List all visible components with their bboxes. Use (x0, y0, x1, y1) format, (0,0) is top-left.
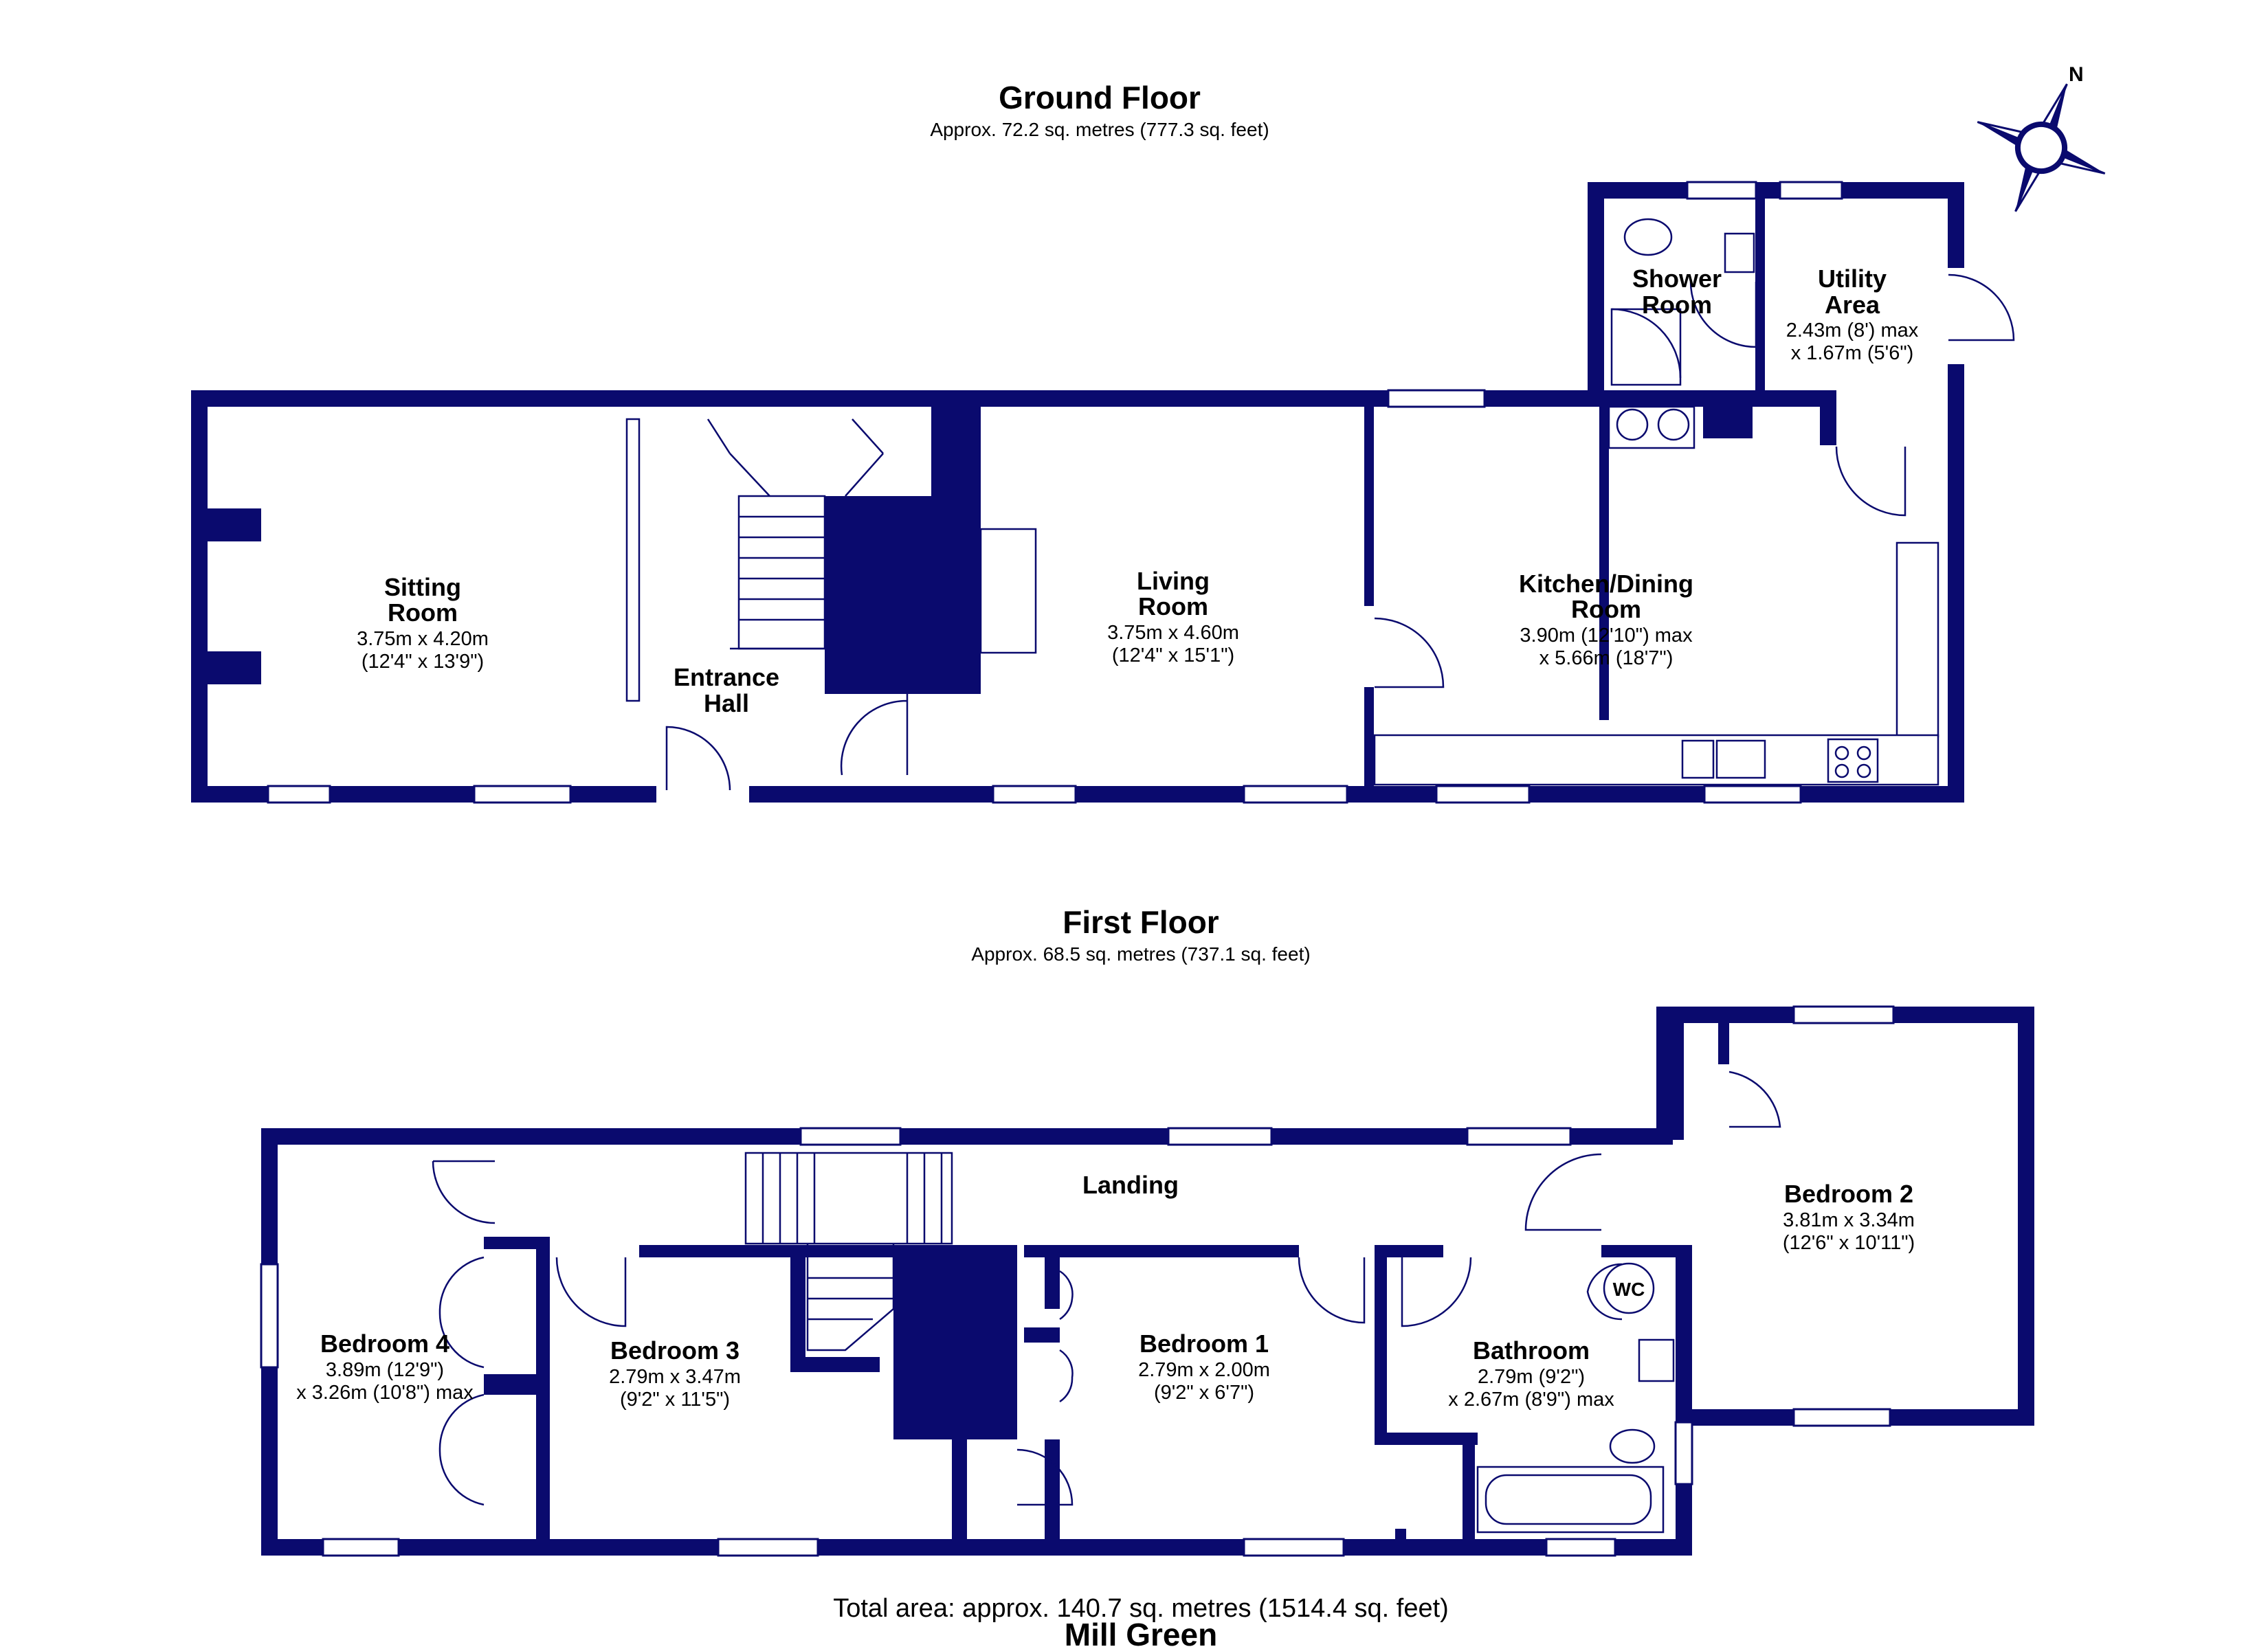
kitchen-name-2: Room (1571, 595, 1641, 623)
door-swing-icon (1835, 446, 1906, 517)
door-swing-icon (840, 694, 909, 776)
shower-room-name: Shower (1632, 265, 1722, 293)
total-area: Total area: approx. 140.7 sq. metres (15… (833, 1594, 1449, 1623)
bathroom-dim: 2.79m (9'2") (1478, 1366, 1585, 1388)
wc-label: WC (1613, 1279, 1645, 1300)
utility-area-dim: 2.43m (8') max (1786, 319, 1919, 341)
bathroom-dim-2: x 2.67m (8'9") max (1448, 1389, 1614, 1411)
utility-area-dim-imperial: x 1.67m (5'6") (1791, 342, 1914, 364)
living-room-dim-imperial: (12'4" x 15'1") (1112, 644, 1234, 666)
bedroom-3-name: Bedroom 3 (610, 1336, 740, 1365)
kitchen-name: Kitchen/Dining (1519, 570, 1693, 598)
utility-area-name: Utility (1818, 265, 1887, 293)
kitchen-dim: 3.90m (12'10") max (1520, 625, 1693, 647)
door-swing-icon (555, 1257, 627, 1327)
basin-icon (1638, 1338, 1675, 1382)
toilet-icon (1623, 218, 1673, 256)
bedroom-4-name: Bedroom 4 (320, 1330, 449, 1358)
bedroom-4-dim-2: x 3.26m (10'8") max (296, 1382, 474, 1404)
window-icon (267, 181, 1843, 804)
door-swing-icon (665, 726, 731, 791)
sitting-room-name-2: Room (388, 598, 458, 627)
first-floor-title: First Floor (1063, 904, 1219, 940)
ground-floor-fixtures (625, 218, 2015, 803)
entrance-hall-name-2: Hall (704, 689, 749, 717)
compass-icon (1977, 83, 2106, 212)
bedroom-2-dim: 3.81m x 3.34m (1783, 1209, 1915, 1231)
sitting-room-name: Sitting (384, 573, 461, 601)
door-swing-icon (1016, 1448, 1074, 1506)
first-floor-fixtures: WC (432, 1070, 1781, 1534)
bedroom-1-name: Bedroom 1 (1139, 1330, 1269, 1358)
landing-name: Landing (1082, 1171, 1179, 1199)
bathroom-name: Bathroom (1473, 1336, 1590, 1365)
shower-room-name-2: Room (1642, 291, 1712, 319)
door-swing-icon (432, 1160, 496, 1224)
ground-floor-area: Approx. 72.2 sq. metres (777.3 sq. feet) (930, 119, 1269, 140)
living-room-name-2: Room (1138, 592, 1208, 620)
door-swing-icon (1728, 1070, 1781, 1128)
kitchen-dim-imperial: x 5.66m (18'7") (1539, 647, 1674, 669)
door-swing-icon (1401, 1257, 1472, 1327)
living-room-dim: 3.75m x 4.60m (1107, 622, 1239, 644)
bedroom-1-dim: 2.79m x 2.00m (1138, 1359, 1270, 1381)
sitting-room-dim: 3.75m x 4.20m (357, 628, 489, 650)
bedroom-2-dim-imperial: (12'6" x 10'11") (1783, 1232, 1915, 1254)
property-name: Mill Green (1065, 1617, 1217, 1649)
bedroom-3-dim: 2.79m x 3.47m (609, 1366, 741, 1388)
bedroom-2-name: Bedroom 2 (1784, 1180, 1913, 1208)
door-swing-icon (1689, 281, 1757, 348)
bath-icon (1476, 1466, 1665, 1534)
ground-floor-labels: Sitting Room 3.75m x 4.20m (12'4" x 13'9… (357, 265, 1919, 717)
hob-icon (1827, 738, 1879, 783)
door-swing-icon (1374, 617, 1445, 688)
basin-icon (1724, 232, 1755, 273)
bedroom-4-dim: 3.89m (12'9") (326, 1359, 444, 1381)
utility-area-name-2: Area (1825, 291, 1880, 319)
bedroom-1-dim-imperial: (9'2" x 6'7") (1154, 1382, 1254, 1404)
bedroom-3-dim-imperial: (9'2" x 11'5") (620, 1389, 730, 1411)
living-room-name: Living (1137, 567, 1210, 595)
door-swing-icon (1298, 1257, 1366, 1324)
entrance-hall-name: Entrance (674, 663, 779, 691)
first-floor-labels: Landing Bedroom 4 3.89m (12'9") x 3.26m … (296, 1171, 1915, 1411)
toilet-icon (1609, 1428, 1656, 1464)
sink-icon (1715, 739, 1766, 779)
first-floor-walls (261, 1007, 2034, 1556)
toilet-icon (1603, 1262, 1655, 1314)
window-icon (260, 1005, 1895, 1557)
sitting-room-dim-imperial: (12'4" x 13'9") (362, 651, 484, 673)
door-swing-icon (1948, 273, 2015, 341)
shower-tray-icon (1610, 308, 1682, 386)
compass-north-label: N (2069, 63, 2084, 86)
ground-floor-title: Ground Floor (999, 80, 1201, 115)
first-floor-area: Approx. 68.5 sq. metres (737.1 sq. feet) (971, 943, 1310, 965)
door-swing-icon (1524, 1153, 1602, 1231)
